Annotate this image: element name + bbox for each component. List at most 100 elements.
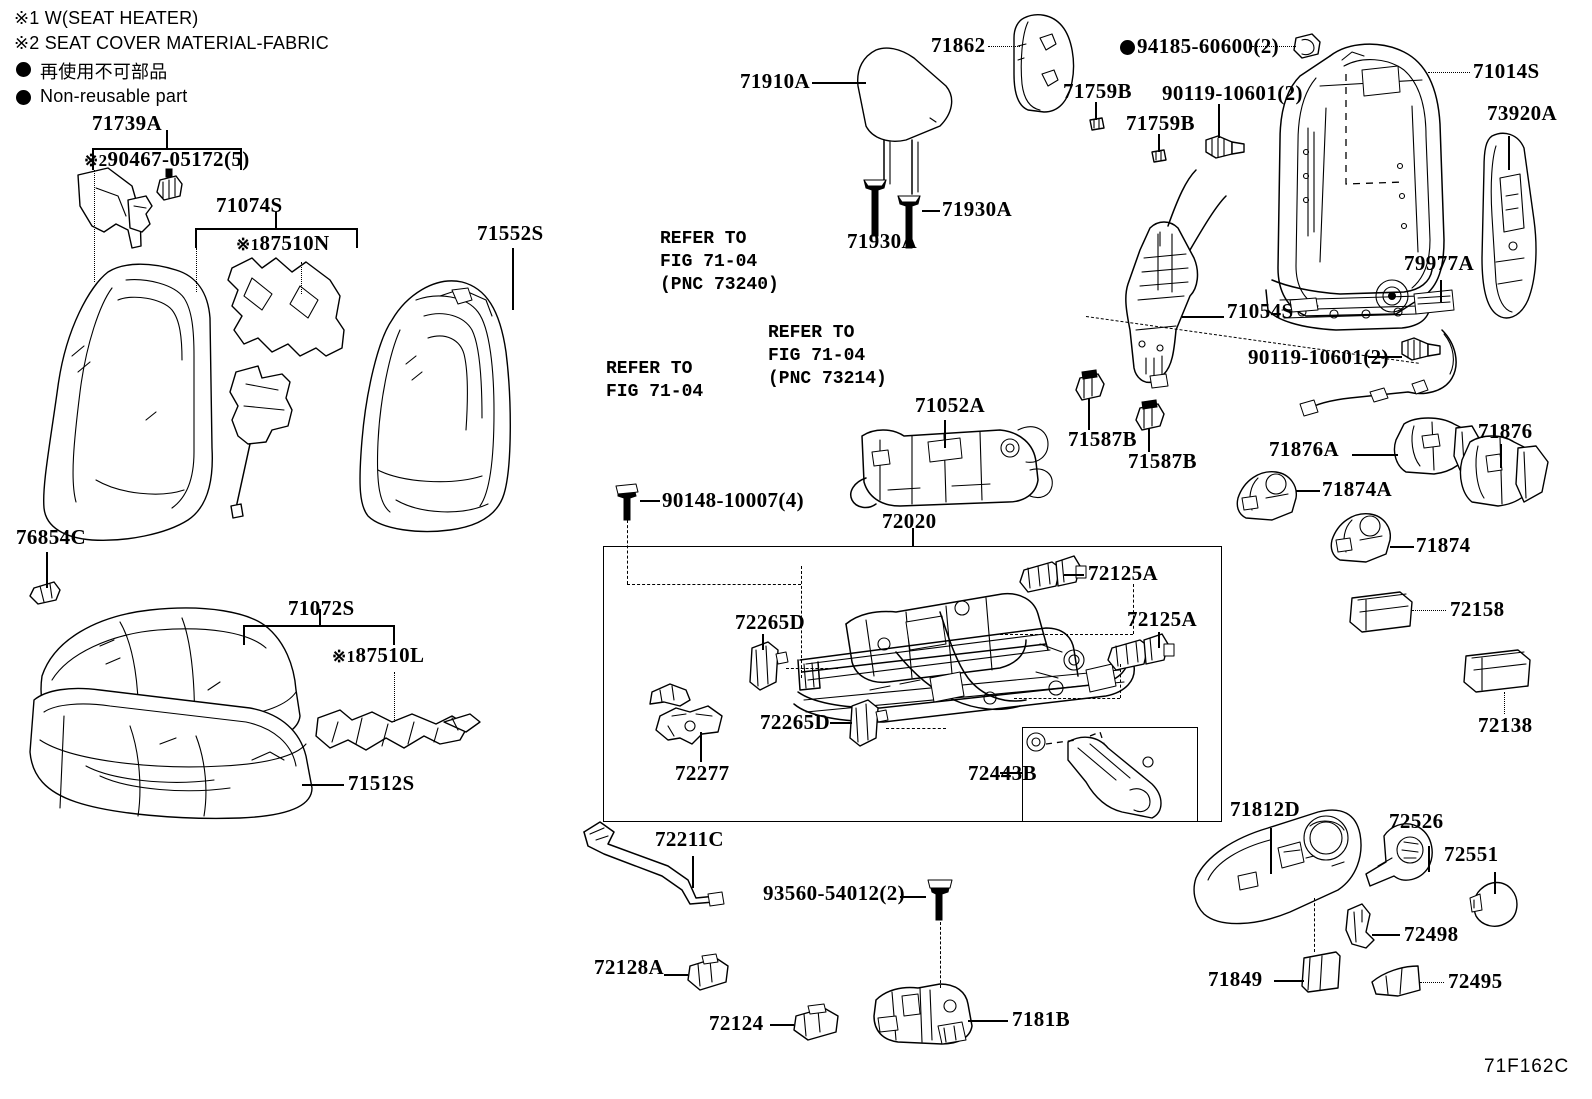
label-71052A: 71052A	[915, 393, 986, 417]
label-72128A: 72128A	[594, 955, 665, 979]
art-72138	[1463, 649, 1531, 693]
leader-7181B	[968, 1020, 1008, 1022]
label-90119-2: 90119-10601(2)	[1248, 345, 1389, 369]
label-71874: 71874	[1416, 533, 1471, 557]
art-90119-bolts	[1205, 135, 1441, 361]
label-71930A-1: 71930A	[847, 229, 918, 253]
art-94185-clip	[1293, 33, 1321, 59]
label-71014S: 71014S	[1473, 59, 1540, 83]
leader-72125A-2	[1158, 632, 1160, 648]
label-90119-1: 90119-10601(2)	[1162, 81, 1303, 105]
label-94185: 94185-60600(2)	[1137, 34, 1280, 58]
art-72124	[793, 1003, 839, 1041]
label-90467-text: 90467-05172(5)	[107, 147, 250, 171]
leader-71054S	[1182, 316, 1224, 318]
leader-71739A	[94, 170, 95, 282]
label-72265D-1: 72265D	[735, 610, 806, 634]
leader-71014S	[1428, 72, 1470, 73]
leader-72526	[1428, 846, 1430, 872]
legend-note-1: ※1 W(SEAT HEATER)	[14, 8, 199, 28]
leader-90148-dash-v2	[801, 566, 802, 678]
art-71876A	[1393, 417, 1481, 475]
label-72158: 72158	[1450, 597, 1505, 621]
bracket-71072S	[243, 609, 395, 645]
art-72128A	[687, 953, 729, 991]
label-87510L-text: 87510L	[355, 643, 425, 667]
asterisk-1-marker-n: ※1	[236, 235, 260, 254]
label-87510N-text: 87510N	[259, 231, 330, 255]
leader-72158	[1412, 610, 1446, 611]
label-72265D-2: 72265D	[760, 710, 831, 734]
leader-71930A-2	[922, 210, 940, 212]
leader-72498	[1372, 934, 1400, 936]
label-79977A: 79977A	[1404, 251, 1475, 275]
leader-72020	[912, 528, 914, 546]
leader-87510N	[301, 262, 302, 294]
art-71876	[1459, 435, 1549, 507]
art-72495	[1371, 965, 1421, 997]
label-72498: 72498	[1404, 922, 1459, 946]
leader-71876	[1500, 444, 1502, 468]
label-7181B: 7181B	[1012, 1007, 1071, 1031]
leader-72551	[1494, 872, 1496, 894]
bullet-94185-icon	[1120, 40, 1135, 55]
leader-90119-2	[1368, 356, 1402, 358]
label-71930A-2: 71930A	[942, 197, 1013, 221]
leader-71862	[988, 46, 1020, 47]
leader-72277	[700, 732, 702, 762]
label-71759B-2: 71759B	[1126, 111, 1195, 135]
label-71876A: 71876A	[1269, 437, 1340, 461]
art-79977A-cable	[1299, 329, 1457, 417]
leader-90148-dash-v	[627, 520, 628, 584]
leader-72128A	[664, 974, 688, 976]
art-7181B	[873, 983, 973, 1045]
art-90148-screw	[615, 483, 639, 521]
label-71876: 71876	[1478, 419, 1533, 443]
label-71587B-1: 71587B	[1068, 427, 1137, 451]
label-71074S: 71074S	[216, 193, 283, 217]
leader-72265D-1	[762, 634, 764, 650]
label-72125A-2: 72125A	[1127, 607, 1198, 631]
art-72526	[1365, 823, 1433, 887]
label-71552S: 71552S	[477, 221, 544, 245]
label-71072S: 71072S	[288, 596, 355, 620]
art-71552S-cover	[359, 280, 511, 533]
leader-90119-1	[1218, 104, 1220, 138]
art-71849	[1301, 951, 1341, 993]
leader-93560-dash	[940, 922, 941, 988]
asterisk-1-marker-l: ※1	[332, 647, 356, 666]
leader-72265D-2	[830, 722, 852, 724]
asterisk-2-marker: ※2	[84, 151, 108, 170]
art-87510N-heater	[227, 257, 345, 519]
leader-72443B	[1000, 772, 1022, 774]
leader-71759B-1	[1095, 102, 1097, 120]
art-72158	[1349, 591, 1413, 633]
label-71874A: 71874A	[1322, 477, 1393, 501]
leader-73920A	[1508, 136, 1510, 170]
legend-note-2: ※2 SEAT COVER MATERIAL-FABRIC	[14, 33, 329, 53]
leader-90148	[640, 500, 660, 502]
art-71054S	[1125, 169, 1227, 389]
leader-71930A-1	[875, 190, 877, 222]
leader-72495	[1420, 982, 1444, 983]
leader-71874A	[1296, 490, 1320, 492]
leader-72125A-2-dash	[1120, 664, 1121, 698]
label-72138: 72138	[1478, 713, 1533, 737]
leader-72138	[1504, 692, 1505, 714]
label-71739A: 71739A	[92, 111, 163, 135]
leader-71759B-2	[1158, 134, 1160, 152]
art-71739A	[77, 167, 153, 249]
label-71587B-2: 71587B	[1128, 449, 1197, 473]
label-72125A-1: 72125A	[1088, 561, 1159, 585]
label-71759B-1: 71759B	[1063, 79, 1132, 103]
leader-71910A	[812, 82, 866, 84]
leader-72125A-1-dash2	[1000, 634, 1133, 635]
label-90148: 90148-10007(4)	[662, 488, 805, 512]
label-71910A: 71910A	[740, 69, 811, 93]
group-box-72020	[603, 546, 1222, 822]
leader-90467	[168, 170, 170, 178]
leader-72124	[770, 1024, 794, 1026]
label-72124: 72124	[709, 1011, 764, 1035]
leader-72125A-2-dash2	[1014, 698, 1120, 699]
